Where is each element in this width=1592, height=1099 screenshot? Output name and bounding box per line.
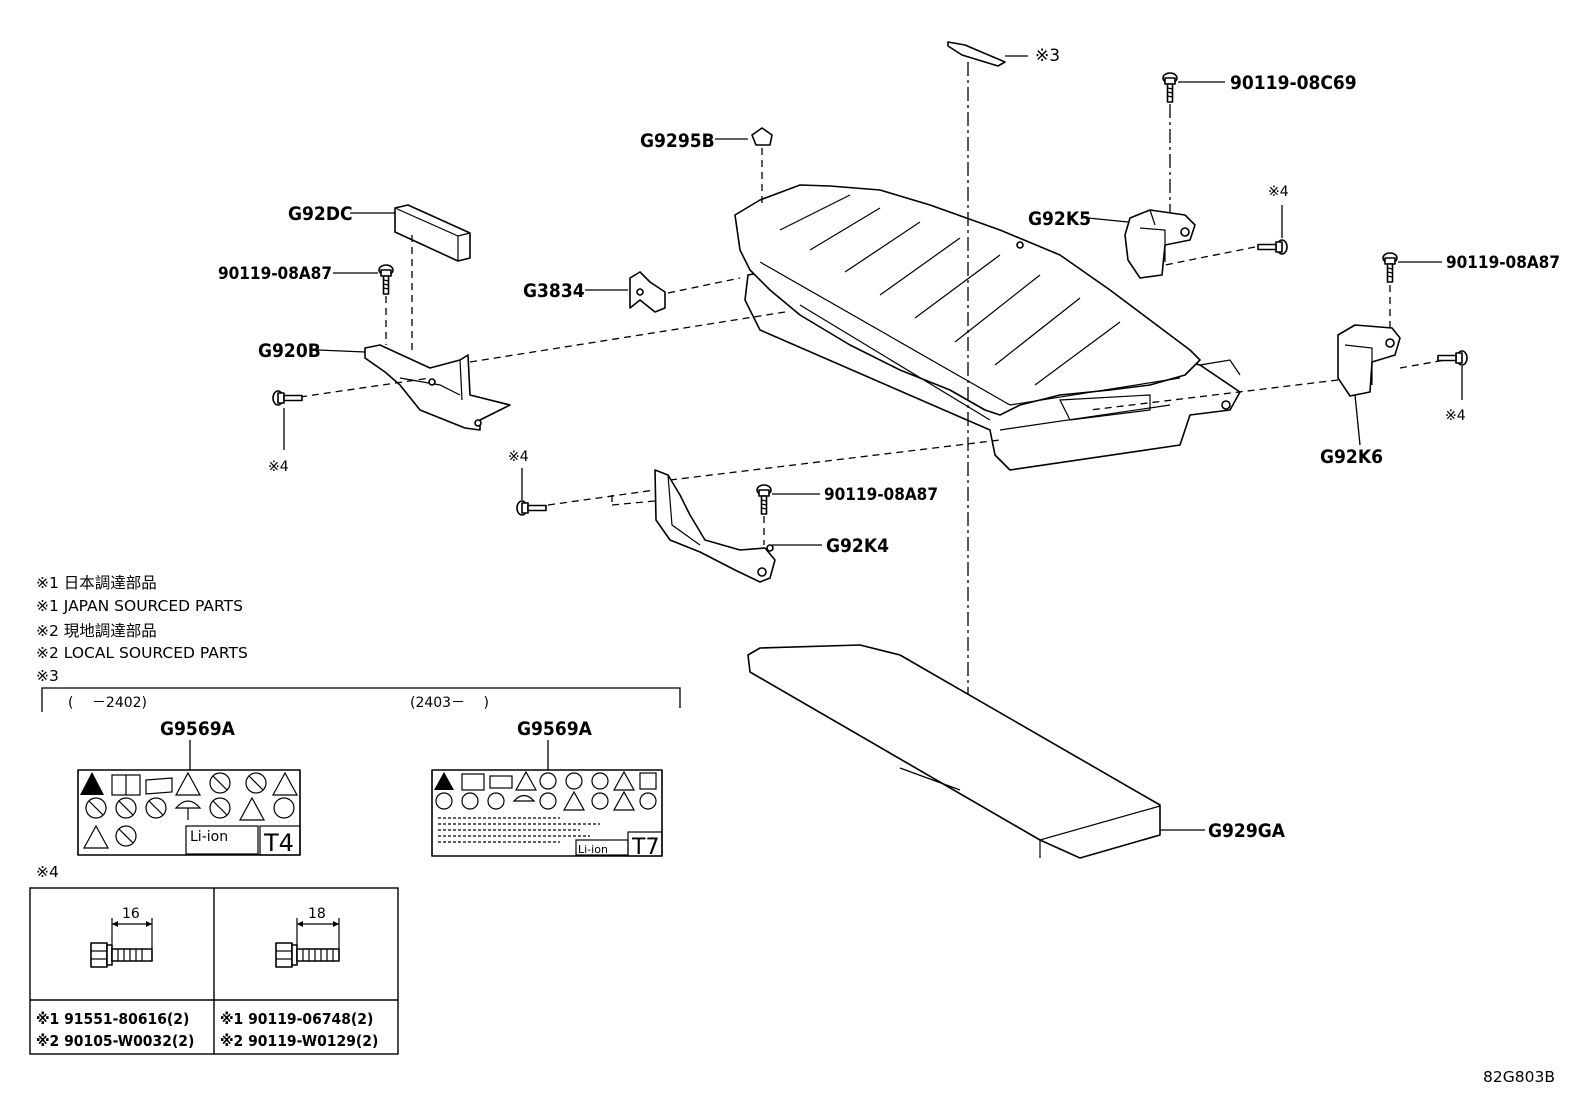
bolt-16-jp-part: ※1 91551-80616(2): [36, 1010, 189, 1028]
note3-section: ※3: [36, 667, 59, 685]
diagram-id: 82G803B: [1483, 1068, 1555, 1086]
bolt-18-local-part: ※2 90119-W0129(2): [220, 1032, 378, 1050]
bolt-18-dimension: 18: [308, 906, 326, 922]
note4-c-label: ※4: [1445, 408, 1466, 424]
note4-section: ※4: [36, 863, 59, 881]
bolt-16-drawing: [90, 918, 153, 968]
variant1-type: Li-ion: [190, 829, 228, 845]
g9295b-label: G9295B: [640, 130, 715, 152]
g92k5-label: G92K5: [1028, 208, 1091, 230]
bolt-right-label: 90119-08A87: [1446, 253, 1560, 273]
sheet-g929ga: [747, 644, 1161, 859]
variant1-part: G9569A: [160, 718, 236, 740]
bolt-left-label: 90119-08A87: [218, 264, 332, 284]
g3834-label: G3834: [523, 280, 585, 302]
bolt-18-drawing: [275, 918, 340, 968]
clip-g9295b: [751, 127, 773, 205]
bracket-g92k6: [1337, 324, 1401, 397]
note2-jp: ※2 現地調達部品: [36, 622, 157, 640]
bracket-g920b: [364, 344, 511, 431]
note4-a-label: ※4: [1268, 184, 1289, 200]
bolt-16-dimension: 16: [122, 906, 140, 922]
warning-label-t4: [77, 769, 301, 856]
variant2-type: Li-ion: [578, 843, 608, 856]
variant2-range: (2403－ ): [410, 695, 489, 711]
note3-top-label: ※3: [1035, 46, 1060, 66]
pad-g92dc: [394, 204, 471, 355]
bracket-g92k5: [1124, 209, 1196, 279]
bolt-18-jp-part: ※1 90119-06748(2): [220, 1010, 373, 1028]
note1-en: ※1 JAPAN SOURCED PARTS: [36, 597, 243, 615]
variant2-code: T7: [631, 835, 659, 860]
bracket-g92k4: [654, 469, 776, 583]
g92k6-label: G92K6: [1320, 446, 1383, 468]
note4-b-label: ※4: [268, 459, 289, 475]
caution-label-piece: [947, 41, 1028, 67]
variant2-part: G9569A: [517, 718, 593, 740]
variant1-code: T4: [263, 829, 294, 857]
bolt-mid-label: 90119-08A87: [824, 485, 938, 505]
note2-en: ※2 LOCAL SOURCED PARTS: [36, 644, 248, 662]
g929ga-label: G929GA: [1208, 820, 1286, 842]
variant1-range: ( －2402): [68, 695, 147, 711]
bolt-16-local-part: ※2 90105-W0032(2): [36, 1032, 194, 1050]
g920b-label: G920B: [258, 340, 321, 362]
bolt-top-right-label: 90119-08C69: [1230, 72, 1357, 94]
bolt-table: 16 18: [29, 887, 399, 1055]
warning-label-t7: [431, 769, 663, 857]
g92k4-label: G92K4: [826, 535, 889, 557]
clamp-g3834: [629, 271, 666, 313]
g92dc-label: G92DC: [288, 203, 353, 225]
note1-jp: ※1 日本調達部品: [36, 574, 157, 592]
note4-d-label: ※4: [508, 449, 529, 465]
